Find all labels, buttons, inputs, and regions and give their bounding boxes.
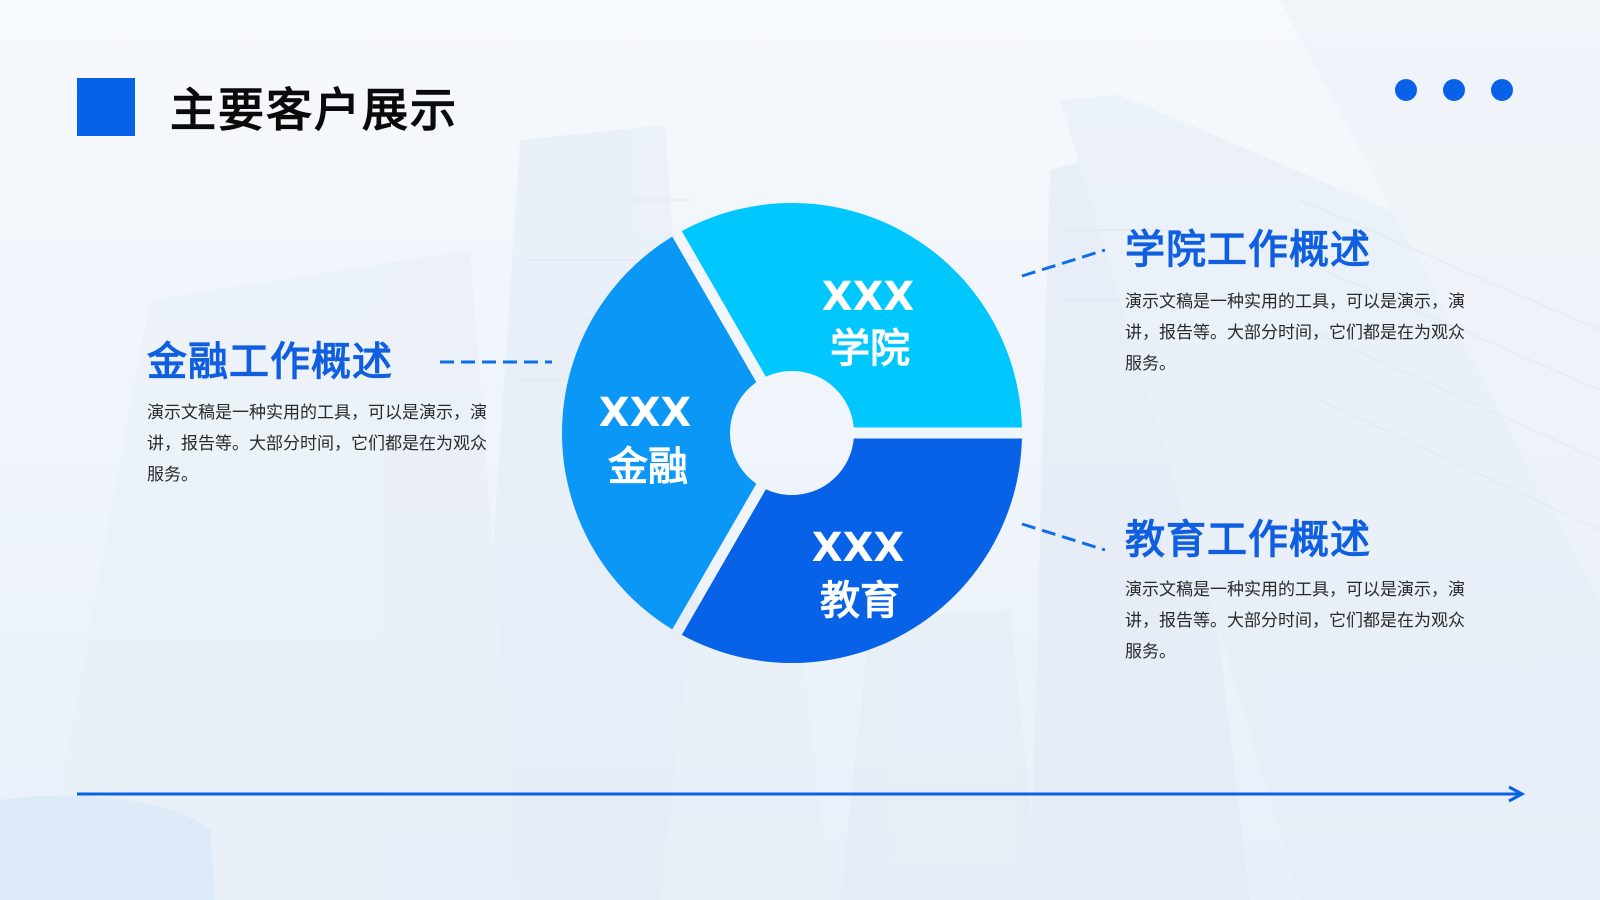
education-description: 演示文稿是一种实用的工具，可以是演示，演讲，报告等。大部分时间，它们都是在为观众… xyxy=(1125,580,1465,662)
connector-college xyxy=(1021,248,1106,278)
title-accent-square xyxy=(77,78,135,136)
arrow-right-icon xyxy=(1508,785,1526,803)
segment-finance xyxy=(562,236,757,630)
segment-college xyxy=(681,202,1022,428)
segment-education-name: 教育 xyxy=(820,578,900,624)
college-description: 演示文稿是一种实用的工具，可以是演示，演讲，报告等。大部分时间，它们都是在为观众… xyxy=(1125,292,1465,374)
segment-education-code: XXX xyxy=(812,525,905,571)
dot-icon xyxy=(1443,79,1465,101)
dot-icon xyxy=(1395,79,1417,101)
finance-description: 演示文稿是一种实用的工具，可以是演示，演讲，报告等。大部分时间，它们都是在为观众… xyxy=(147,403,487,485)
segment-education xyxy=(681,438,1022,664)
page-title: 主要客户展示 xyxy=(170,83,458,137)
segment-finance-name: 金融 xyxy=(607,444,688,490)
segment-college-name: 学院 xyxy=(830,326,910,372)
connector-education xyxy=(1021,522,1106,552)
segment-finance-code: XXX xyxy=(599,390,692,436)
dot-icon xyxy=(1491,79,1513,101)
segment-college-code: XXX xyxy=(822,274,915,320)
finance-heading: 金融工作概述 xyxy=(147,339,393,385)
college-heading: 学院工作概述 xyxy=(1125,227,1371,273)
education-heading: 教育工作概述 xyxy=(1125,517,1371,563)
